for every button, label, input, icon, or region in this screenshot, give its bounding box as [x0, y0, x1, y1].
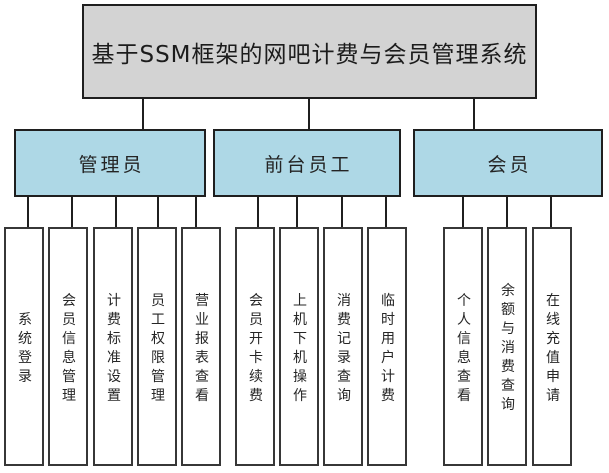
leaf-label: 临时用户计费 — [379, 292, 395, 406]
connector-staff-2 — [296, 195, 298, 229]
connector-admin-5 — [195, 195, 197, 229]
leaf-label: 会员信息管理 — [60, 292, 76, 406]
connector-staff-1 — [257, 195, 259, 229]
connector-staff-3 — [341, 195, 343, 229]
leaf-box-balance-consumption-query: 余额与消费查询 — [487, 227, 527, 466]
leaf-label: 个人信息查看 — [455, 292, 471, 406]
leaf-box-consumption-record-query: 消费记录查询 — [323, 227, 363, 466]
branch-label-staff: 前台员工 — [264, 153, 353, 176]
leaf-label: 会员开卡续费 — [247, 292, 263, 406]
leaf-box-member-card-renewal: 会员开卡续费 — [235, 227, 275, 466]
connector-title-member — [473, 97, 475, 131]
connector-staff-4 — [385, 195, 387, 229]
leaf-label: 营业报表查看 — [193, 292, 209, 406]
branch-box-member: 会员 — [413, 129, 603, 197]
leaf-label: 在线充值申请 — [544, 292, 560, 406]
leaf-label: 上机下机操作 — [291, 292, 307, 406]
system-title-box: 基于SSM框架的网吧计费与会员管理系统 — [82, 4, 537, 99]
leaf-box-temp-user-billing: 临时用户计费 — [367, 227, 407, 466]
leaf-box-business-report-view: 营业报表查看 — [181, 227, 221, 466]
branch-label-member: 会员 — [487, 153, 532, 176]
connector-member-3 — [550, 195, 552, 229]
connector-admin-1 — [27, 195, 29, 229]
connector-admin-3 — [115, 195, 117, 229]
leaf-box-personal-info-view: 个人信息查看 — [443, 227, 483, 466]
connector-title-admin — [142, 97, 144, 131]
leaf-box-staff-permission-management: 员工权限管理 — [137, 227, 177, 466]
branch-box-staff: 前台员工 — [213, 129, 401, 197]
connector-member-2 — [506, 195, 508, 229]
leaf-box-machine-on-off-operation: 上机下机操作 — [279, 227, 319, 466]
leaf-label: 计费标准设置 — [105, 292, 121, 406]
leaf-box-online-recharge-request: 在线充值申请 — [532, 227, 572, 466]
leaf-label: 员工权限管理 — [149, 292, 165, 406]
branch-box-admin: 管理员 — [14, 129, 206, 197]
connector-admin-4 — [157, 195, 159, 229]
leaf-box-billing-standard-settings: 计费标准设置 — [93, 227, 133, 466]
connector-admin-2 — [71, 195, 73, 229]
leaf-box-system-login: 系统登录 — [4, 227, 44, 466]
connector-member-1 — [462, 195, 464, 229]
leaf-box-member-info-management: 会员信息管理 — [48, 227, 88, 466]
system-title-text: 基于SSM框架的网吧计费与会员管理系统 — [91, 41, 528, 68]
leaf-label: 系统登录 — [16, 311, 32, 387]
leaf-label: 消费记录查询 — [335, 292, 351, 406]
leaf-label: 余额与消费查询 — [499, 282, 515, 416]
connector-title-staff — [308, 97, 310, 131]
branch-label-admin: 管理员 — [78, 153, 145, 176]
